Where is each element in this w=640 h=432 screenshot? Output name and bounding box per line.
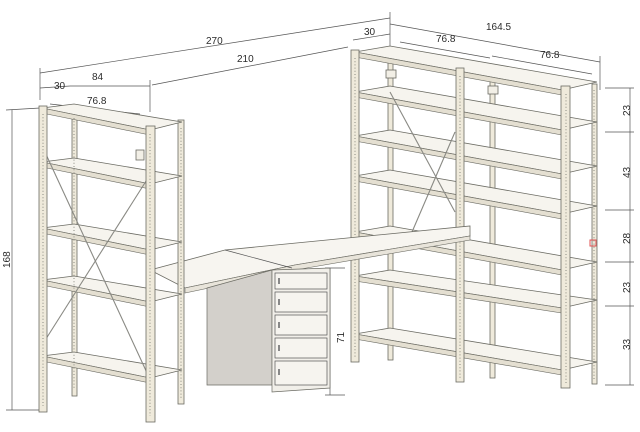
dim-return-depth: 30 (364, 27, 376, 38)
dim-pitch-2: 43 (622, 166, 633, 178)
dim-left-inner: 76.8 (87, 96, 107, 107)
desk (148, 225, 471, 294)
drawer-handle (278, 278, 280, 284)
drawer-handle (278, 322, 280, 328)
dim-pitch-5: 33 (622, 338, 633, 350)
dim-pitch-3: 28 (622, 232, 633, 244)
dim-total-width: 270 (206, 36, 223, 47)
left-shelves (41, 103, 183, 384)
drawer-cabinet (206, 267, 331, 393)
drawer-handle (278, 369, 280, 375)
dim-desk-height: 71 (336, 331, 347, 343)
dim-left-width: 84 (92, 72, 104, 83)
dim-desk-span: 210 (237, 54, 254, 65)
dim-pitch-1: 23 (622, 104, 633, 116)
dimension-labels: 270 210 30 164.5 76.8 76.8 30 84 76.8 16… (2, 22, 633, 350)
drawer-handle (278, 299, 280, 305)
left-shelving-unit (38, 103, 185, 423)
dim-left-depth: 30 (54, 81, 66, 92)
dim-right-inner-1: 76.8 (436, 34, 456, 45)
marker-square (589, 239, 597, 247)
dim-right-inner-2: 76.8 (540, 50, 560, 61)
dim-height: 168 (2, 251, 13, 268)
right-shelving-unit (350, 45, 598, 389)
drawer-handle (278, 345, 280, 351)
drawers (274, 272, 328, 386)
dim-pitch-4: 23 (622, 281, 633, 293)
dim-right-width: 164.5 (486, 22, 511, 33)
